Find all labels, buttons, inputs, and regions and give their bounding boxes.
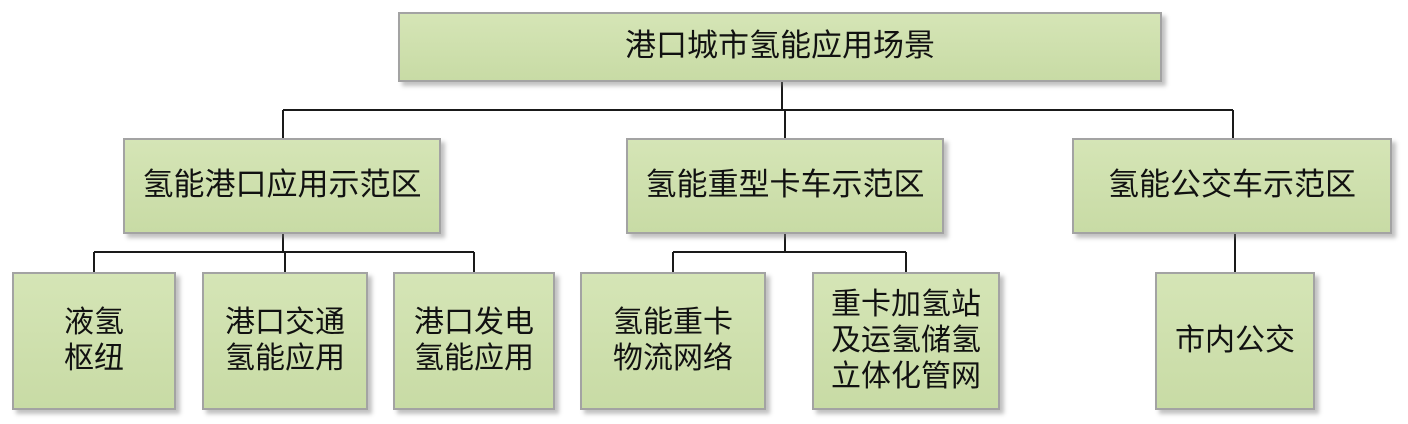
zone-node-hydrogen-heavy-truck: 氢能重型卡车示范区: [626, 138, 944, 234]
leaf-node-label: 重卡加氢站 及运氢储氢 立体化管网: [831, 287, 981, 394]
zone-node-hydrogen-bus: 氢能公交车示范区: [1072, 138, 1392, 234]
leaf-node-liquid-hydrogen-hub: 液氢 枢纽: [12, 272, 176, 410]
leaf-node-label: 市内公交: [1175, 323, 1295, 358]
leaf-node-port-power: 港口发电 氢能应用: [393, 272, 555, 410]
leaf-node-label: 港口发电 氢能应用: [414, 305, 534, 376]
leaf-node-refueling-network: 重卡加氢站 及运氢储氢 立体化管网: [812, 272, 1000, 410]
leaf-node-truck-logistics: 氢能重卡 物流网络: [580, 272, 766, 410]
zone-node-label: 氢能公交车示范区: [1108, 167, 1356, 204]
zone-node-label: 氢能港口应用示范区: [142, 167, 422, 204]
zone-node-hydrogen-port: 氢能港口应用示范区: [123, 138, 441, 234]
leaf-node-label: 港口交通 氢能应用: [225, 305, 345, 376]
zone-node-label: 氢能重型卡车示范区: [645, 167, 925, 204]
root-node-label: 港口城市氢能应用场景: [625, 28, 935, 65]
leaf-node-port-transport: 港口交通 氢能应用: [202, 272, 368, 410]
root-node: 港口城市氢能应用场景: [398, 12, 1162, 82]
leaf-node-label: 氢能重卡 物流网络: [613, 305, 733, 376]
leaf-node-city-bus: 市内公交: [1155, 272, 1315, 410]
leaf-node-label: 液氢 枢纽: [64, 305, 124, 376]
